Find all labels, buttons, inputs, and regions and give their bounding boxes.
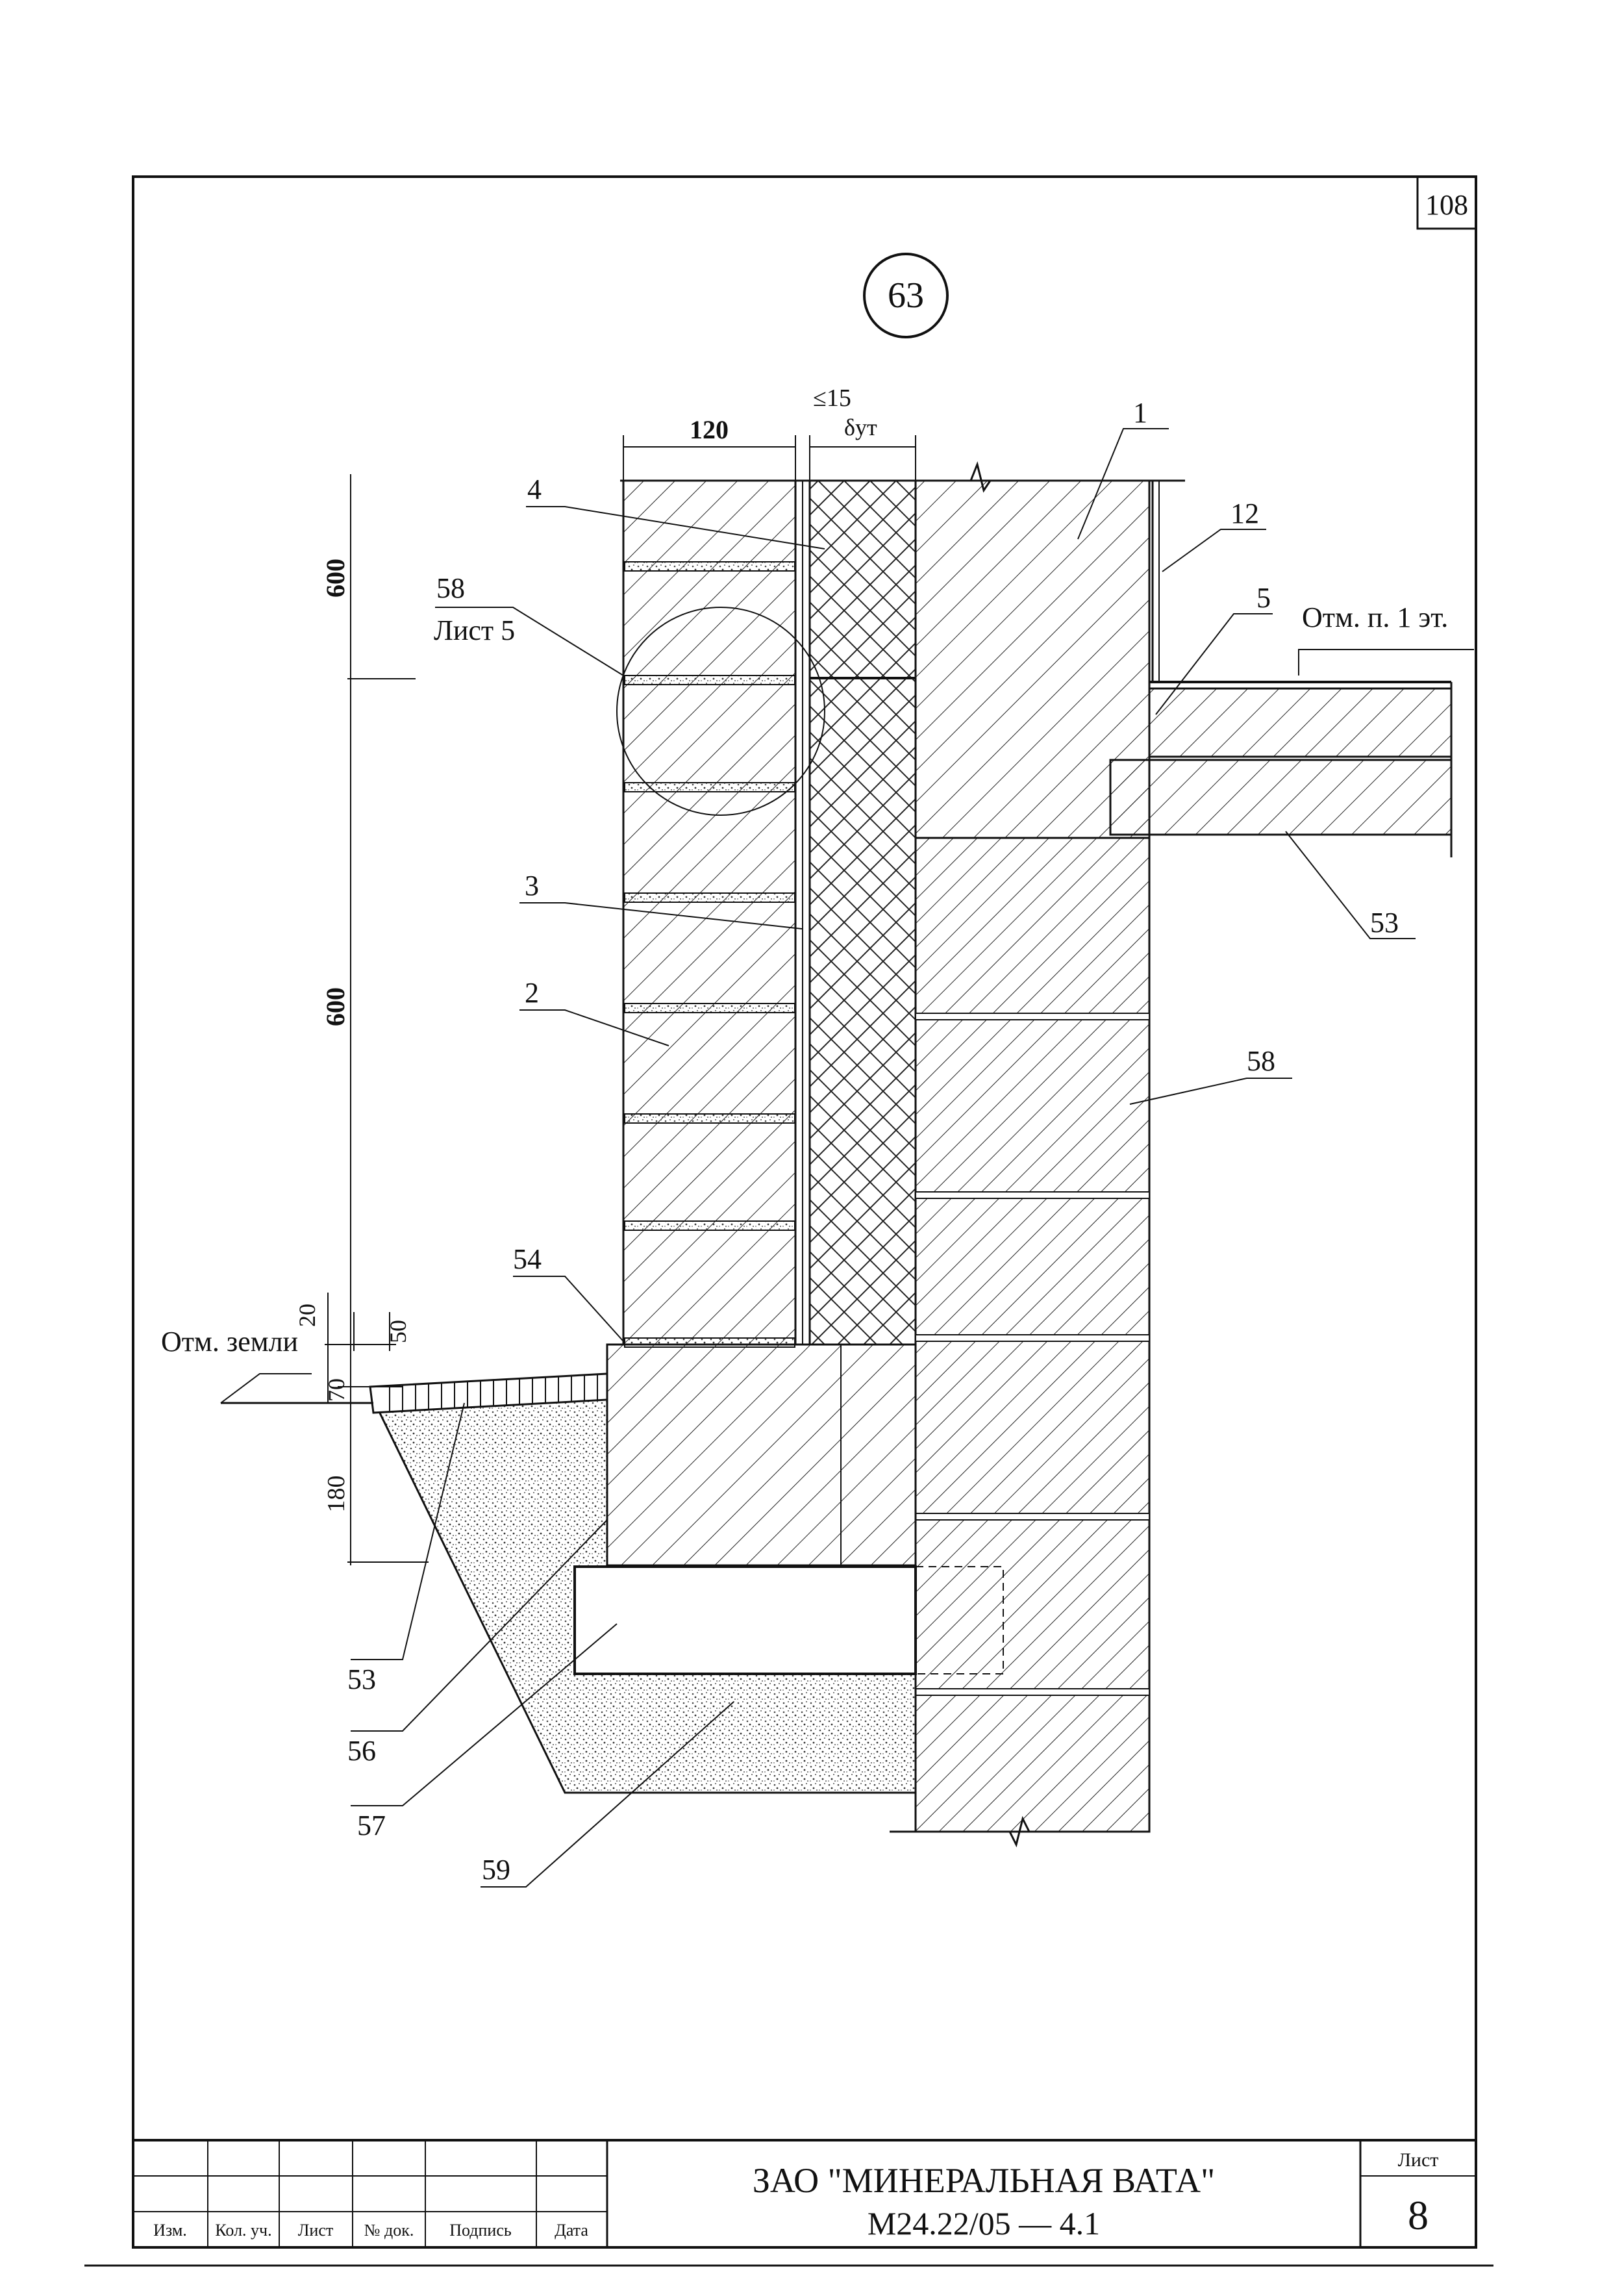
label-1: 1 [1133, 397, 1147, 429]
dim-gap: ≤15 [813, 385, 851, 412]
dim-70: 70 [323, 1378, 349, 1402]
label-4: 4 [527, 474, 542, 505]
floor-slab [1109, 759, 1453, 836]
tb-sheet-label: Лист [1398, 2149, 1439, 2171]
corner-number-box [1416, 175, 1477, 230]
tb-sheet-number: 8 [1408, 2192, 1429, 2238]
tb-col-date: Дата [555, 2221, 588, 2240]
blind-area [369, 1372, 608, 1414]
block-joint [915, 1513, 1150, 1521]
dim-height-lower: 600 [321, 987, 350, 1026]
label-54: 54 [513, 1243, 542, 1275]
label-5: 5 [1256, 582, 1271, 614]
detail-number-circle [863, 253, 949, 338]
floor-screed [1148, 687, 1453, 758]
dim-brick-width: 120 [690, 415, 729, 444]
label-58: 58 [1247, 1045, 1275, 1077]
dim-insulation: δут [844, 414, 877, 440]
tb-col-sign: Подпись [449, 2221, 512, 2240]
node-reference-circle [616, 607, 825, 816]
detail-number: 63 [888, 275, 924, 316]
label-59: 59 [482, 1854, 510, 1886]
block-joint [915, 1688, 1150, 1696]
mortar-joint [624, 1003, 795, 1013]
inner-block-joints [915, 1013, 1150, 1696]
tb-col-kol: Кол. уч. [215, 2221, 271, 2240]
mortar-joint [624, 1113, 795, 1124]
tb-col-izm: Изм. [153, 2221, 187, 2240]
label-56: 56 [347, 1735, 376, 1767]
break-mark-bottom [1008, 1815, 1031, 1848]
mortar-joint [624, 1220, 795, 1231]
dim-50: 50 [385, 1320, 411, 1343]
dim-20: 20 [294, 1304, 320, 1327]
block-joint [915, 1191, 1150, 1199]
foundation-beam [573, 1565, 917, 1675]
beam-hidden-end [915, 1566, 1004, 1674]
blind-area-joints [389, 1373, 598, 1411]
label-3: 3 [525, 870, 539, 902]
label-2: 2 [525, 977, 539, 1009]
label-53-slab: 53 [1370, 907, 1399, 939]
plinth-block [606, 1343, 917, 1567]
label-ref-sheet: Лист 5 [434, 614, 515, 646]
title-block [132, 2139, 1477, 2249]
dim-height-upper: 600 [321, 559, 350, 598]
sand-backfill [371, 1395, 917, 1794]
tb-col-doc: № док. [364, 2221, 414, 2240]
label-57: 57 [357, 1810, 386, 1841]
corner-sheet-number: 108 [1425, 189, 1468, 221]
dim-180: 180 [323, 1476, 350, 1513]
tb-doc-code: М24.22/05 — 4.1 [868, 2205, 1100, 2242]
mortar-joint [624, 892, 795, 903]
wall-section [221, 461, 1453, 1848]
mortar-joints [624, 561, 795, 1348]
tb-company: ЗАО "МИНЕРАЛЬНАЯ ВАТА" [753, 2161, 1215, 2200]
label-ref-node: 58 [436, 572, 465, 604]
label-53-blind: 53 [347, 1663, 376, 1695]
label-elev-ground: Отм. земли [161, 1326, 298, 1358]
block-joint [915, 1013, 1150, 1020]
label-elev-floor: Отм. п. 1 эт. [1302, 601, 1448, 633]
break-mark-top [969, 461, 992, 493]
mortar-joint [624, 561, 795, 572]
insulation-layer [808, 479, 917, 1346]
mortar-joint [624, 675, 795, 685]
leaders [220, 428, 1474, 1888]
dimensions: 120 ≤15 δут 600 600 20 50 70 180 [294, 385, 916, 1565]
label-12: 12 [1230, 498, 1259, 529]
tb-col-list: Лист [298, 2221, 333, 2240]
block-joint [915, 1334, 1150, 1342]
